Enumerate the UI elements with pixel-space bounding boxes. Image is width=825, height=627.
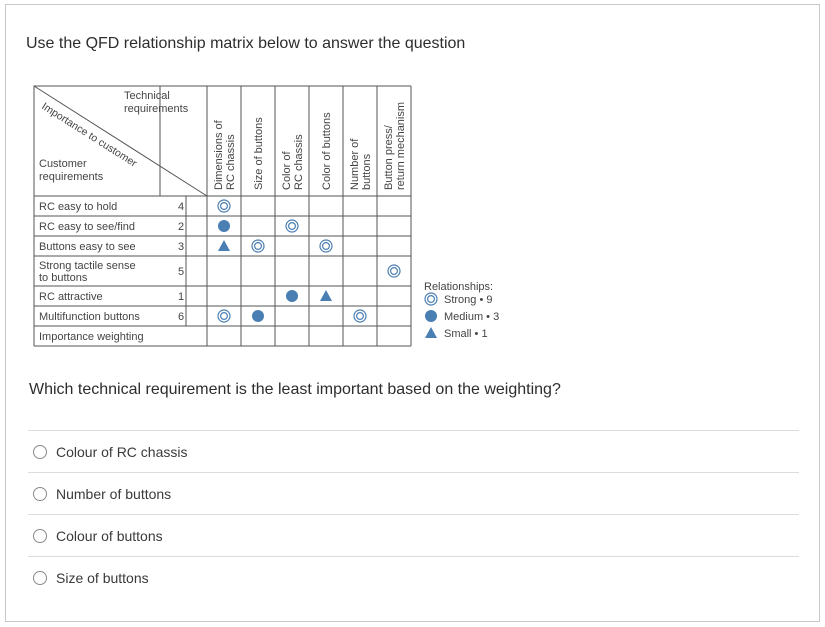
corner-top-label-line: Technical bbox=[124, 90, 170, 102]
legend-symbol-strong-inner bbox=[427, 295, 436, 304]
row-label: RC easy to hold bbox=[39, 201, 117, 213]
column-header-label: Color of bbox=[281, 151, 293, 190]
divider bbox=[28, 430, 799, 431]
legend-label: Medium • 3 bbox=[444, 311, 499, 323]
relationship-symbol-strong-inner bbox=[288, 222, 297, 231]
row-label: RC easy to see/find bbox=[39, 221, 135, 233]
divider bbox=[28, 556, 799, 557]
option-label: Size of buttons bbox=[56, 570, 149, 586]
legend-label: Small • 1 bbox=[444, 328, 488, 340]
qfd-relationship-matrix: TechnicalrequirementsCustomerrequirement… bbox=[33, 85, 499, 347]
relationship-symbol-strong-inner bbox=[322, 242, 331, 251]
column-header-label: Color of buttons bbox=[321, 112, 333, 190]
row-importance: 3 bbox=[178, 241, 184, 253]
relationship-symbol-medium bbox=[286, 290, 298, 302]
corner-top-label-line: requirements bbox=[124, 103, 189, 115]
row-label: Buttons easy to see bbox=[39, 241, 136, 253]
divider bbox=[28, 514, 799, 515]
relationship-symbol-strong-inner bbox=[220, 312, 229, 321]
column-header-label: Dimensions of bbox=[213, 119, 225, 190]
row-label-line: Strong tactile sense bbox=[39, 260, 136, 272]
row-importance: 2 bbox=[178, 221, 184, 233]
legend-label: Strong • 9 bbox=[444, 294, 493, 306]
relationship-symbol-strong-inner bbox=[220, 202, 229, 211]
relationship-symbol-medium bbox=[252, 310, 264, 322]
option-colour-of-rc-chassis[interactable]: Colour of RC chassis bbox=[33, 444, 188, 460]
relationship-symbol-small bbox=[320, 290, 332, 301]
legend-symbol-small bbox=[425, 327, 437, 338]
row-label: Multifunction buttons bbox=[39, 311, 140, 323]
corner-bottom-label-line: requirements bbox=[39, 171, 104, 183]
radio-button[interactable] bbox=[33, 487, 47, 501]
legend-title: Relationships: bbox=[424, 281, 493, 293]
option-size-of-buttons[interactable]: Size of buttons bbox=[33, 570, 149, 586]
option-number-of-buttons[interactable]: Number of buttons bbox=[33, 486, 171, 502]
relationship-symbol-medium bbox=[218, 220, 230, 232]
column-header-label: return mechanism bbox=[395, 102, 407, 190]
column-header-label: RC chassis bbox=[293, 134, 305, 190]
row-label: RC attractive bbox=[39, 291, 103, 303]
relationship-symbol-strong-inner bbox=[390, 267, 399, 276]
question-text: Which technical requirement is the least… bbox=[29, 381, 561, 398]
option-label: Colour of buttons bbox=[56, 528, 163, 544]
radio-button[interactable] bbox=[33, 529, 47, 543]
relationship-symbol-strong-inner bbox=[254, 242, 263, 251]
row-importance: 4 bbox=[178, 201, 184, 213]
option-label: Number of buttons bbox=[56, 486, 172, 502]
option-colour-of-buttons[interactable]: Colour of buttons bbox=[33, 528, 163, 544]
column-header-label: buttons bbox=[361, 153, 373, 190]
corner-bottom-label-line: Customer bbox=[39, 158, 87, 170]
divider bbox=[28, 472, 799, 473]
row-importance: 6 bbox=[178, 311, 184, 323]
importance-weighting-label: Importance weighting bbox=[39, 331, 144, 343]
legend-symbol-medium bbox=[425, 310, 437, 322]
row-importance: 5 bbox=[178, 266, 184, 278]
option-label: Colour of RC chassis bbox=[56, 444, 188, 460]
question-intro: Use the QFD relationship matrix below to… bbox=[26, 35, 466, 52]
column-header-label: RC chassis bbox=[225, 134, 237, 190]
row-importance: 1 bbox=[178, 291, 184, 303]
row-label-line: to buttons bbox=[39, 272, 88, 284]
radio-button[interactable] bbox=[33, 571, 47, 585]
column-header-label: Button press/ bbox=[383, 124, 395, 190]
question-card bbox=[5, 4, 820, 622]
radio-button[interactable] bbox=[33, 445, 47, 459]
column-header-label: Number of bbox=[349, 138, 361, 190]
relationship-symbol-strong-inner bbox=[356, 312, 365, 321]
corner-diagonal bbox=[33, 85, 208, 197]
relationship-symbol-small bbox=[218, 240, 230, 251]
column-header-label: Size of buttons bbox=[253, 117, 265, 190]
